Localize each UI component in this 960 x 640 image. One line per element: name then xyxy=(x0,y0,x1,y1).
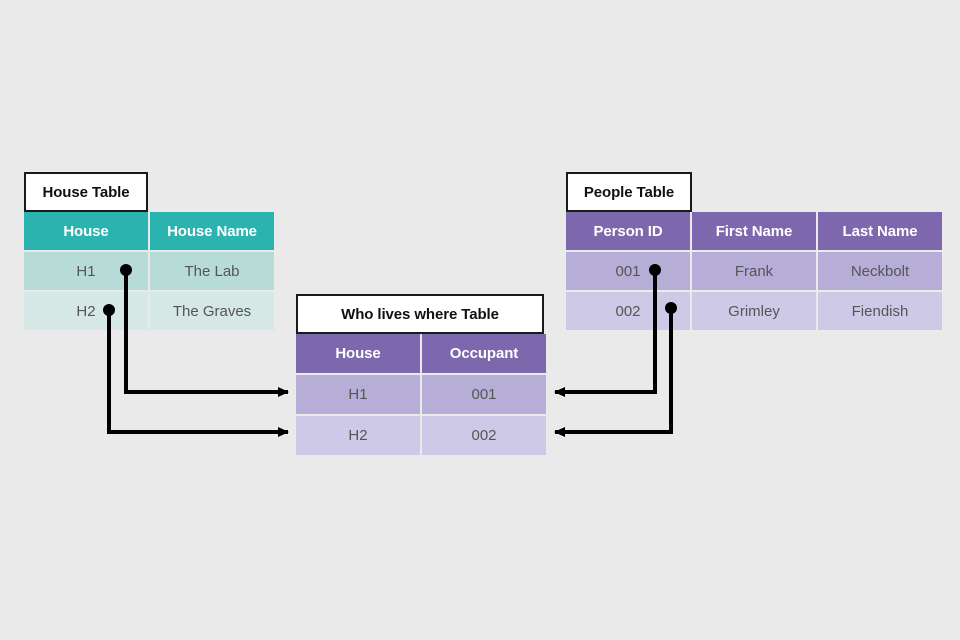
wlw-table-cell-occupant-r1: 002 xyxy=(422,416,546,455)
people-table-cell-first-name-r1: Grimley xyxy=(692,292,816,330)
people-table-header-first-name: First Name xyxy=(692,212,816,250)
people-table: People Table Person ID First Name Last N… xyxy=(566,172,942,330)
wlw-table-header-house: House xyxy=(296,334,420,373)
wlw-table-cell-occupant-r0: 001 xyxy=(422,375,546,414)
wlw-table-cell-house-r0: H1 xyxy=(296,375,420,414)
who-lives-where-table-title: Who lives where Table xyxy=(296,294,544,334)
house-table-title: House Table xyxy=(24,172,148,212)
people-table-cell-person-id-r1: 002 xyxy=(566,292,690,330)
people-table-cell-person-id-r0: 001 xyxy=(566,252,690,290)
who-lives-where-table: Who lives where Table House Occupant H1 … xyxy=(296,294,546,455)
house-table-cell-house-r0: H1 xyxy=(24,252,148,290)
wlw-table-header-occupant: Occupant xyxy=(422,334,546,373)
people-table-grid: Person ID First Name Last Name 001 Frank… xyxy=(566,212,942,330)
people-table-title: People Table xyxy=(566,172,692,212)
people-table-header-last-name: Last Name xyxy=(818,212,942,250)
house-table-header-house: House xyxy=(24,212,148,250)
people-table-cell-first-name-r0: Frank xyxy=(692,252,816,290)
house-table-cell-house-name-r1: The Graves xyxy=(150,292,274,330)
people-table-cell-last-name-r1: Fiendish xyxy=(818,292,942,330)
people-table-header-person-id: Person ID xyxy=(566,212,690,250)
house-table: House Table House House Name H1 The Lab … xyxy=(24,172,274,330)
house-table-header-house-name: House Name xyxy=(150,212,274,250)
people-table-cell-last-name-r0: Neckbolt xyxy=(818,252,942,290)
who-lives-where-table-grid: House Occupant H1 001 H2 002 xyxy=(296,334,546,455)
house-table-cell-house-name-r0: The Lab xyxy=(150,252,274,290)
wlw-table-cell-house-r1: H2 xyxy=(296,416,420,455)
house-table-grid: House House Name H1 The Lab H2 The Grave… xyxy=(24,212,274,330)
house-table-cell-house-r1: H2 xyxy=(24,292,148,330)
